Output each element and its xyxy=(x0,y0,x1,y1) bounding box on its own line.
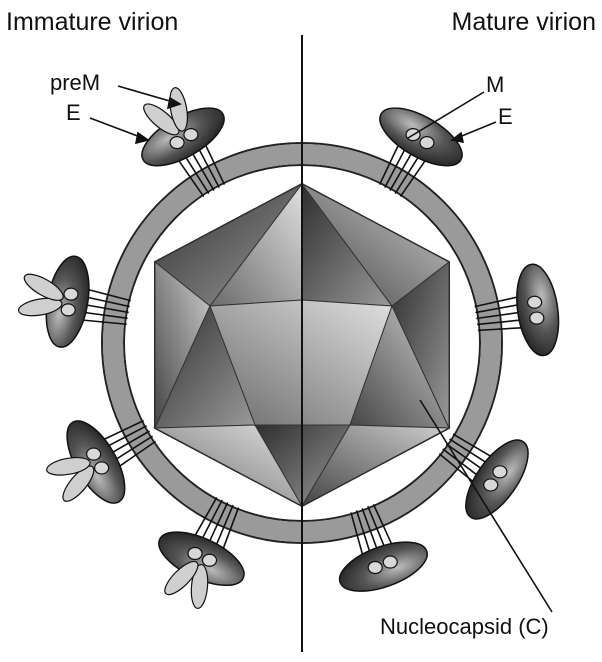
nucleocapsid-label: Nucleocapsid (C) xyxy=(380,614,549,640)
e-right-label: E xyxy=(498,104,513,130)
mature-title: Mature virion xyxy=(452,8,597,37)
prem-label: preM xyxy=(50,70,100,96)
e-left-arrowhead xyxy=(136,133,148,143)
m-label: M xyxy=(486,72,504,98)
immature-title: Immature virion xyxy=(6,8,178,37)
nucleocapsid-leader xyxy=(420,400,552,612)
e-left-label: E xyxy=(66,100,81,126)
